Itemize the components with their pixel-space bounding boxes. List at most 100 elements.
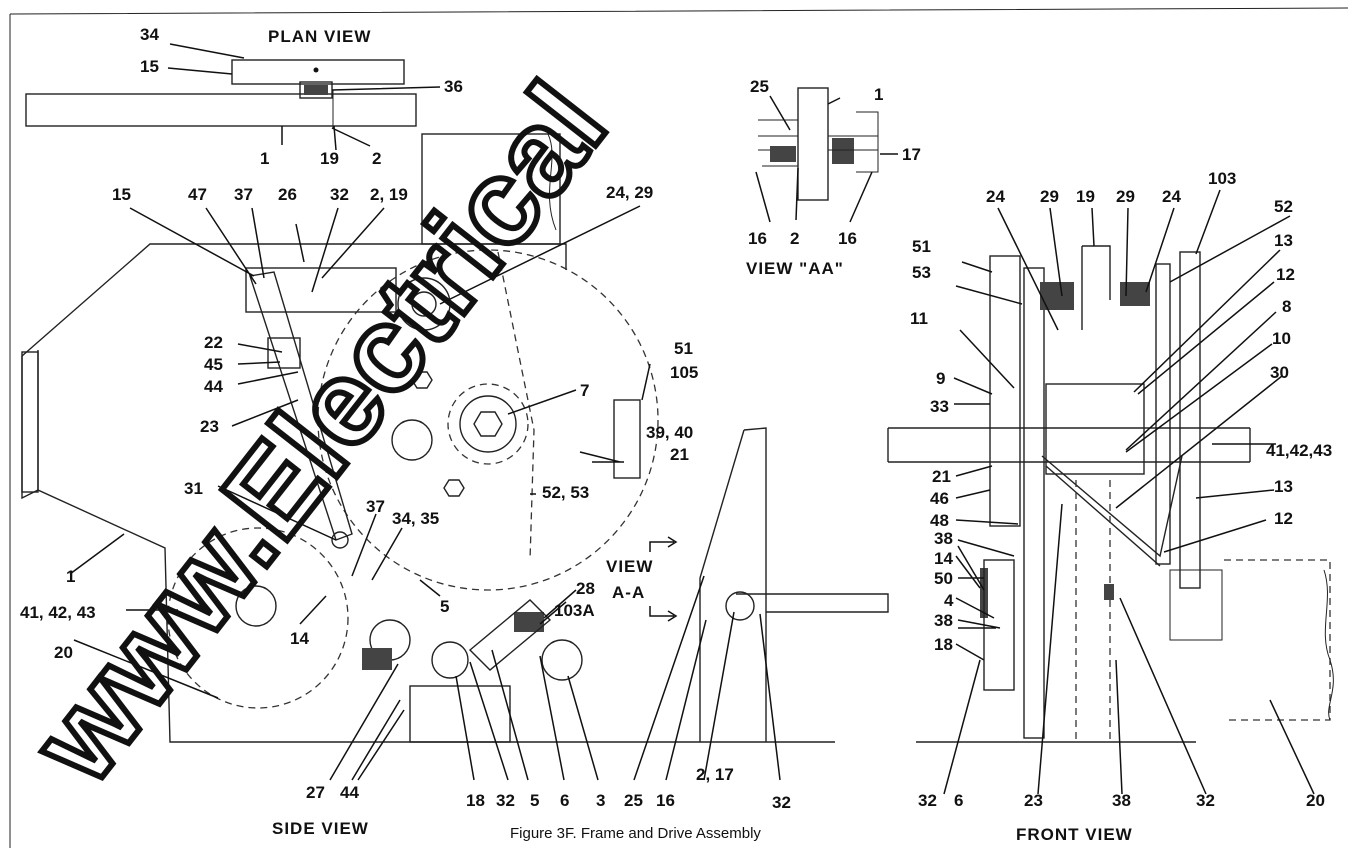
side-mid-hole <box>391 419 433 461</box>
side-upright <box>699 427 767 742</box>
watermark: www.Electrical <box>6 60 631 807</box>
front-label: 53 <box>912 263 931 282</box>
plan-bracket <box>231 59 405 85</box>
side-view-title: SIDE VIEW <box>272 819 369 838</box>
viewaa-spring-right <box>832 138 854 164</box>
side-label: 26 <box>278 185 297 204</box>
side-label: 44 <box>204 377 223 396</box>
front-shaft-block <box>1045 383 1145 475</box>
plan-label: 36 <box>444 77 463 96</box>
side-label: 34, 35 <box>392 509 439 528</box>
side-lever-arm <box>249 271 353 541</box>
front-motor-outline <box>1224 559 1331 721</box>
front-label: 38 <box>1112 791 1131 810</box>
side-lower-sprocket <box>167 527 349 709</box>
front-label: 38 <box>934 529 953 548</box>
front-view-title: FRONT VIEW <box>1016 825 1133 844</box>
front-label: 30 <box>1270 363 1289 382</box>
side-arm-right <box>736 593 889 613</box>
side-drive-hex <box>473 411 503 437</box>
side-upper-bracket <box>245 267 397 313</box>
view-arrow-label-top: VIEW <box>606 557 653 576</box>
front-label: 9 <box>936 369 945 388</box>
front-left-column <box>1023 267 1045 739</box>
front-label: 12 <box>1276 265 1295 284</box>
side-idler-b <box>541 639 583 681</box>
front-leaders <box>943 189 1315 795</box>
side-label: 39, 40 <box>646 423 693 442</box>
viewaa-leaders <box>755 95 898 223</box>
front-label: 103 <box>1208 169 1236 188</box>
front-right-mount <box>1169 569 1223 641</box>
side-upper-sprocket <box>397 277 451 331</box>
side-label: 37 <box>234 185 253 204</box>
front-label: 32 <box>918 791 937 810</box>
side-label: 5 <box>440 597 449 616</box>
side-label: 37 <box>366 497 385 516</box>
front-right-plate <box>1179 251 1201 589</box>
viewaa-body <box>758 111 879 173</box>
front-main-shaft <box>887 427 1251 463</box>
front-label: 10 <box>1272 329 1291 348</box>
side-label: 23 <box>200 417 219 436</box>
side-label: 51 <box>674 339 693 358</box>
side-label: 14 <box>290 629 309 648</box>
side-label: 32 <box>496 791 515 810</box>
front-v-belt <box>1041 455 1183 567</box>
side-label: 22 <box>204 333 223 352</box>
side-label: 44 <box>340 783 359 802</box>
viewaa-label: 16 <box>748 229 767 248</box>
side-lever-block <box>267 337 301 369</box>
side-label: 32 <box>772 793 791 812</box>
side-label: 103A <box>554 601 595 620</box>
side-tension-arm <box>468 599 552 671</box>
front-label: 33 <box>930 397 949 416</box>
front-label: 52 <box>1274 197 1293 216</box>
side-label: 32 <box>330 185 349 204</box>
side-drive-gear <box>447 383 529 465</box>
view-aa <box>755 87 898 223</box>
side-label: 31 <box>184 479 203 498</box>
side-drive-gear-inner <box>459 395 517 453</box>
side-idler <box>431 641 469 679</box>
plan-view <box>25 43 441 151</box>
side-label: 45 <box>204 355 223 374</box>
view-arrow-label-bottom: A-A <box>612 583 645 602</box>
page-border <box>9 7 1349 848</box>
side-label: 6 <box>560 791 569 810</box>
side-leaders <box>69 205 781 781</box>
plan-label: 34 <box>140 25 159 44</box>
side-hex-nut-a <box>411 371 433 389</box>
side-label: 18 <box>466 791 485 810</box>
front-label: 38 <box>934 611 953 630</box>
front-label: 46 <box>930 489 949 508</box>
side-view <box>21 133 889 781</box>
side-base-box <box>409 685 511 743</box>
plan-pin <box>313 67 319 73</box>
front-label: 20 <box>1306 791 1325 810</box>
front-small-block <box>1104 584 1114 600</box>
front-lower-clutch-b <box>983 559 1015 691</box>
side-label: 7 <box>580 381 589 400</box>
front-right-column <box>1155 263 1171 565</box>
front-label: 32 <box>1196 791 1215 810</box>
front-label: 29 <box>1116 187 1135 206</box>
front-right-spring <box>1120 282 1150 306</box>
side-label: 27 <box>306 783 325 802</box>
front-label: 19 <box>1076 187 1095 206</box>
plan-label: 2 <box>372 149 381 168</box>
side-spring-lower <box>362 648 392 670</box>
viewaa-label: 16 <box>838 229 857 248</box>
side-label: 105 <box>670 363 698 382</box>
side-upper-sprocket-hub <box>411 291 437 317</box>
view-aa-title: VIEW "AA" <box>746 259 844 278</box>
side-label: 52, 53 <box>542 483 589 502</box>
viewaa-label: 17 <box>902 145 921 164</box>
viewaa-label: 25 <box>750 77 769 96</box>
side-label: 2, 19 <box>370 185 408 204</box>
side-left-plate <box>21 351 39 493</box>
viewaa-spring-left <box>770 146 796 162</box>
front-left-spring <box>1040 282 1074 310</box>
front-label: 13 <box>1274 477 1293 496</box>
